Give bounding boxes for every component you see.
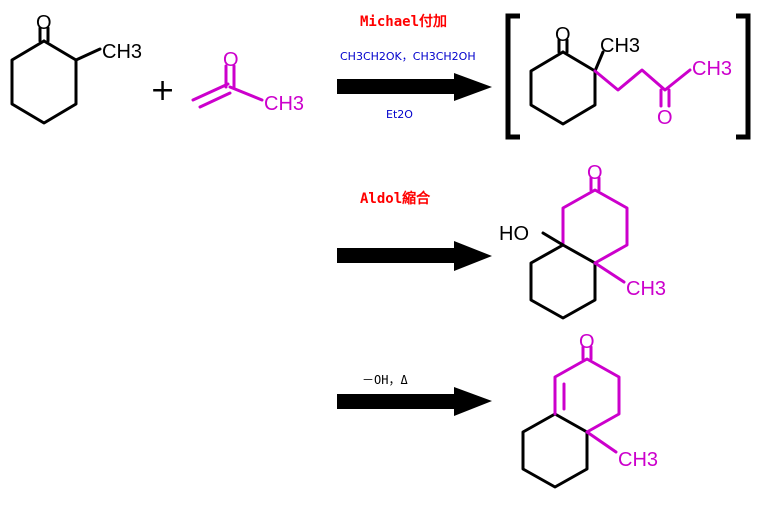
reaction-arrow-3 (337, 387, 492, 416)
angular-methyl-bond (593, 261, 626, 284)
side-chain (593, 68, 692, 92)
methyl-label: CH3 (102, 41, 142, 63)
ring-oxygen-label: O (579, 331, 595, 353)
reactant-methyl-vinyl-ketone: O CH3 (191, 49, 304, 115)
reactant-2-methylcyclohexanone: O CH3 (10, 12, 142, 125)
left-bracket (505, 13, 520, 140)
oxygen-label: O (36, 12, 52, 34)
vinyl-bond-b (198, 91, 232, 109)
methyl-label: CH3 (264, 93, 304, 115)
upper-ring (553, 357, 621, 434)
solvent-label: Et2O (386, 108, 413, 121)
oxygen-label: O (223, 49, 239, 71)
chain-methyl-label: CH3 (692, 58, 732, 80)
methyl-label: CH3 (626, 278, 666, 300)
michael-adduct: O CH3 O CH3 (505, 13, 751, 140)
methyl-label: CH3 (600, 35, 640, 57)
reaction-arrow-1 (337, 73, 492, 101)
chain-oxygen-label: O (657, 107, 673, 129)
reaction-arrow-2 (337, 241, 492, 271)
methyl-label: CH3 (618, 449, 658, 471)
carbonyl-carbon-bond (228, 85, 264, 102)
upper-ring (561, 188, 629, 265)
vinyl-bond-a (191, 82, 230, 102)
cyclohexanone-ring (529, 50, 597, 126)
methyl-bond (74, 47, 102, 62)
hydroxyl-bond (541, 231, 565, 247)
ring-oxygen-label: O (555, 24, 571, 46)
enone-product: O CH3 (521, 331, 658, 489)
quaternary-methyl-bond (593, 50, 605, 73)
aldol-product: O HO CH3 (499, 162, 666, 320)
right-bracket (736, 13, 751, 140)
reaction-name-michael: Michael付加 (360, 13, 447, 30)
plus-sign: + (150, 73, 175, 108)
reagent-label: CH3CH2OK，CH3CH2OH (340, 50, 476, 63)
angular-methyl-bond (585, 430, 618, 454)
dehydration-conditions: －OH，Δ (362, 373, 408, 387)
lower-ring (529, 243, 597, 320)
ring-oxygen-label: O (587, 162, 603, 184)
reaction-name-aldol: Aldol縮合 (360, 190, 431, 207)
hydroxyl-label: HO (499, 223, 529, 245)
cyclohexane-ring (10, 39, 78, 125)
lower-ring (521, 412, 589, 489)
